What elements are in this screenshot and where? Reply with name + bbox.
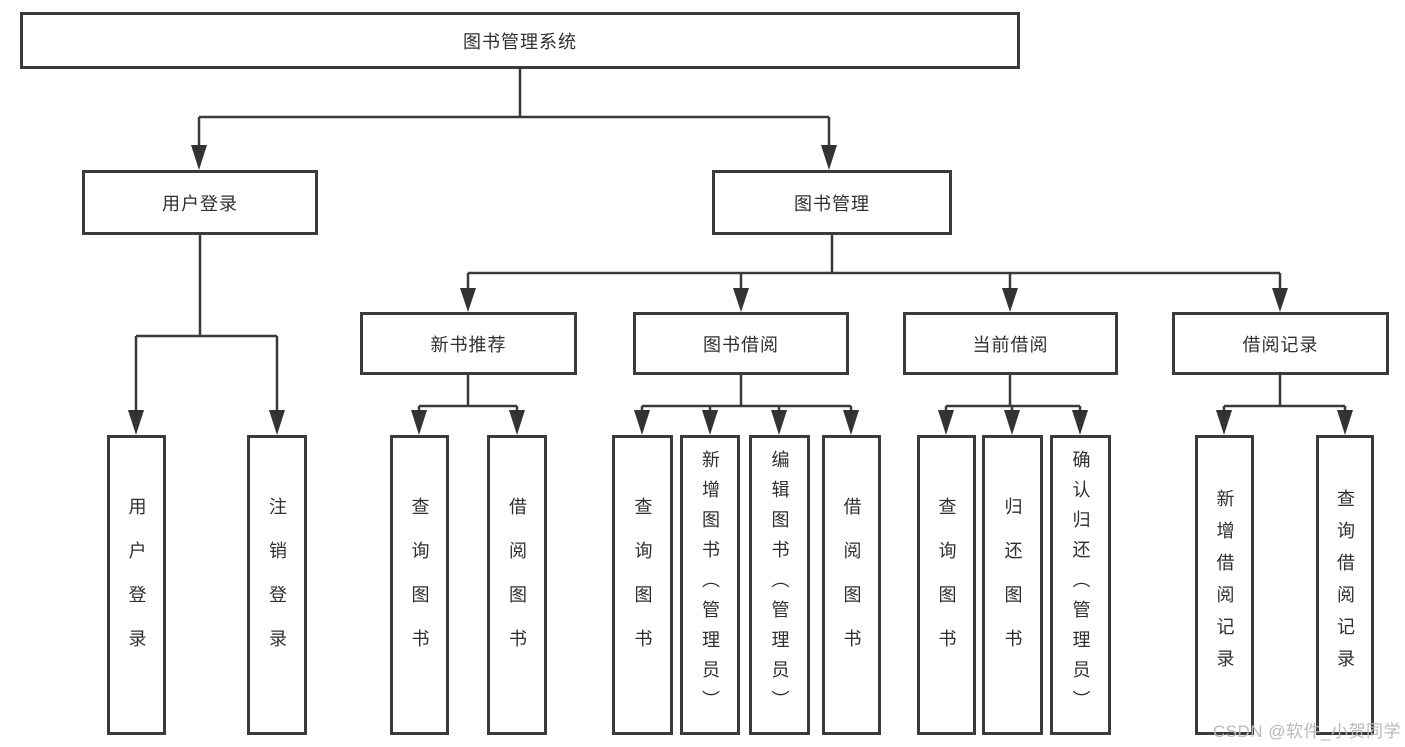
node-borrow-records: 借阅记录: [1172, 312, 1389, 375]
edges-book-management-children: [460, 235, 1288, 312]
edges-root-to-level2: [191, 69, 837, 170]
leaf-borrow-books-2: 借阅图书: [822, 435, 881, 735]
edges-current-borrow-children: [938, 375, 1088, 435]
node-label: 用户登录: [126, 497, 147, 673]
node-label: 借阅图书: [507, 497, 527, 673]
csdn-watermark: CSDN @软件_小贺同学: [1212, 722, 1401, 741]
node-label: 注销登录: [267, 497, 287, 673]
node-user-login: 用户登录: [82, 170, 318, 235]
node-label: 借阅记录: [1242, 334, 1319, 355]
leaf-query-books-1: 查询图书: [390, 435, 449, 735]
edges-borrow-records-children: [1216, 375, 1353, 435]
edges-user-login-children: [128, 235, 285, 435]
leaf-add-borrow-record: 新增借阅记录: [1195, 435, 1254, 735]
node-label: 归还图书: [1002, 497, 1023, 673]
node-label: 查询图书: [936, 497, 957, 673]
edges-book-borrow-children: [634, 375, 859, 435]
node-label: 编辑图书（管理员）: [769, 450, 790, 720]
leaf-logout: 注销登录: [247, 435, 307, 735]
node-current-borrow: 当前借阅: [903, 312, 1118, 375]
leaf-edit-books-admin: 编辑图书（管理员）: [749, 435, 810, 735]
node-label: 借阅图书: [841, 497, 862, 673]
leaf-return-books: 归还图书: [982, 435, 1043, 735]
leaf-confirm-return-admin: 确认归还（管理员）: [1050, 435, 1111, 735]
node-label: 新增图书（管理员）: [700, 450, 720, 720]
node-label: 图书管理: [794, 193, 870, 214]
leaf-query-books-2: 查询图书: [612, 435, 673, 735]
leaf-user-login: 用户登录: [107, 435, 166, 735]
node-root-system: 图书管理系统: [20, 12, 1020, 69]
node-label: 当前借阅: [972, 334, 1049, 355]
node-label: 查询图书: [409, 497, 430, 673]
leaf-borrow-books-1: 借阅图书: [487, 435, 547, 735]
node-label: 新增借阅记录: [1214, 489, 1235, 681]
node-label: 新书推荐: [430, 334, 507, 355]
node-label: 确认归还（管理员）: [1070, 450, 1091, 720]
leaf-query-books-3: 查询图书: [917, 435, 976, 735]
node-label: 查询图书: [632, 497, 653, 673]
node-label: 查询借阅记录: [1335, 489, 1355, 681]
node-new-book-recommend: 新书推荐: [360, 312, 577, 375]
leaf-query-borrow-record: 查询借阅记录: [1316, 435, 1374, 735]
edges-new-book-children: [411, 375, 525, 435]
node-book-management: 图书管理: [712, 170, 952, 235]
node-label: 用户登录: [162, 193, 238, 214]
leaf-add-books-admin: 新增图书（管理员）: [680, 435, 740, 735]
node-book-borrow: 图书借阅: [633, 312, 849, 375]
node-label: 图书借阅: [703, 334, 779, 355]
node-label: 图书管理系统: [463, 31, 577, 52]
